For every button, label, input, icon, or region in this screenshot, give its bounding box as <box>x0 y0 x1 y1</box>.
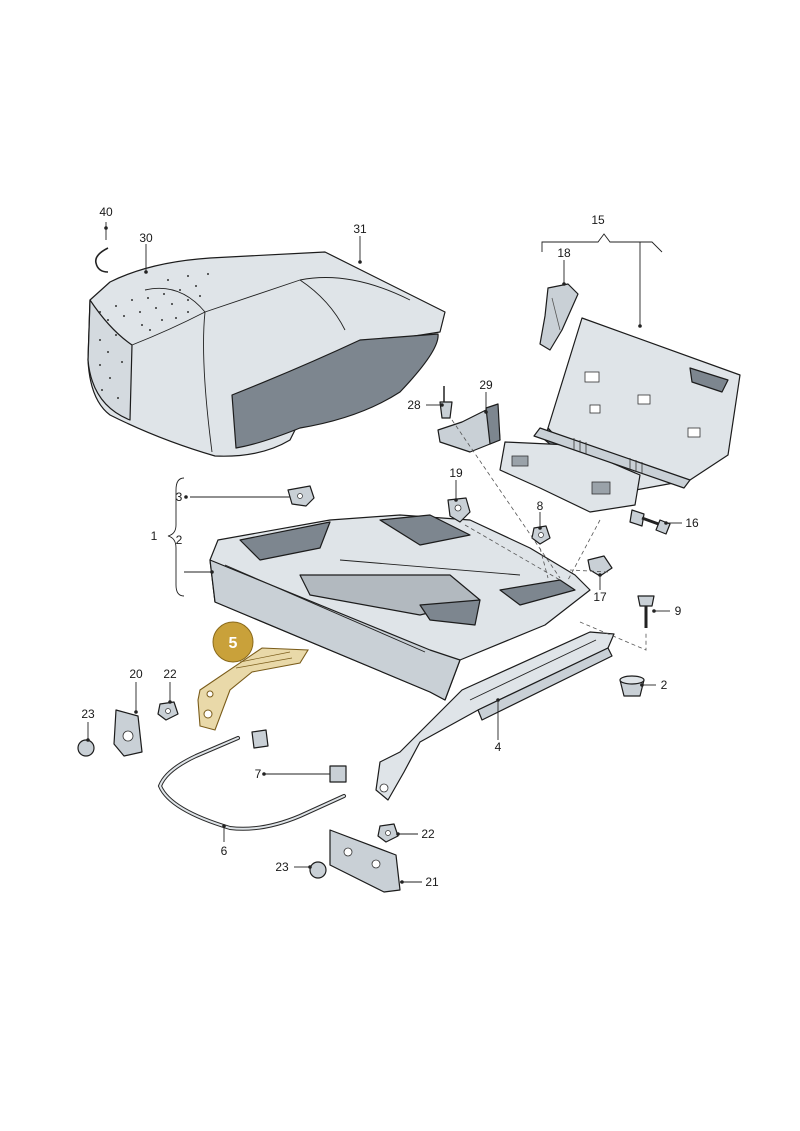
label-2[interactable]: 2 <box>661 678 668 692</box>
part-28-bolt[interactable] <box>439 386 453 419</box>
part-22-nut-lower[interactable] <box>377 823 399 843</box>
label-3[interactable]: 3 <box>176 490 183 504</box>
part-3-clip[interactable] <box>287 485 315 507</box>
assembly-guide-lines <box>451 419 647 651</box>
label-7[interactable]: 7 <box>255 767 262 781</box>
part-19-clip[interactable] <box>447 497 471 523</box>
label-30[interactable]: 30 <box>139 231 153 245</box>
part-4-rail[interactable] <box>375 631 615 801</box>
label-1[interactable]: 1 <box>151 529 158 543</box>
label-15[interactable]: 15 <box>591 213 605 227</box>
part-9-bolt[interactable] <box>637 595 655 628</box>
label-20[interactable]: 20 <box>129 667 143 681</box>
label-16[interactable]: 16 <box>685 516 699 530</box>
label-18[interactable]: 18 <box>557 246 571 260</box>
label-8[interactable]: 8 <box>537 499 544 513</box>
label-17[interactable]: 17 <box>593 590 607 604</box>
leader-dots <box>86 226 668 884</box>
part-20-cover[interactable] <box>113 709 143 757</box>
part-23-plug-upper[interactable] <box>77 739 95 757</box>
part-29-bracket[interactable] <box>437 403 501 453</box>
part-2-grommet[interactable] <box>619 675 645 697</box>
seat-cushion[interactable] <box>87 251 446 457</box>
part-5-badge-label: 5 <box>229 635 238 652</box>
part-6-wire-bar[interactable] <box>157 736 346 831</box>
hinge-bracket[interactable] <box>499 427 691 513</box>
part-21-cover[interactable] <box>329 829 401 893</box>
part-23-plug-lower[interactable] <box>309 861 327 879</box>
part-22-nut-upper[interactable] <box>157 701 179 721</box>
part-18-lever[interactable] <box>539 283 579 351</box>
seat-frame[interactable] <box>209 514 591 701</box>
label-22-lower[interactable]: 22 <box>421 827 435 841</box>
group-bracket-15 <box>541 233 663 253</box>
label-22-upper[interactable]: 22 <box>163 667 177 681</box>
label-23-lower[interactable]: 23 <box>275 860 289 874</box>
group-bracket-1 <box>167 477 185 597</box>
part-8-nut[interactable] <box>531 525 551 545</box>
part-17-clip[interactable] <box>587 555 613 577</box>
label-40[interactable]: 40 <box>99 205 113 219</box>
part-7-tab-upper[interactable] <box>251 729 269 749</box>
label-28[interactable]: 28 <box>407 398 421 412</box>
label-23-upper[interactable]: 23 <box>81 707 95 721</box>
label-21[interactable]: 21 <box>425 875 439 889</box>
label-29[interactable]: 29 <box>479 378 493 392</box>
part-number-labels: 40 30 31 15 18 29 28 19 8 3 1 2 17 16 9 … <box>81 205 699 889</box>
part-40-clip[interactable] <box>94 247 109 273</box>
leader-lines <box>87 222 682 883</box>
label-31[interactable]: 31 <box>353 222 367 236</box>
label-19[interactable]: 19 <box>449 466 463 480</box>
label-6[interactable]: 6 <box>221 844 228 858</box>
part-7-tab-lower[interactable] <box>329 765 347 783</box>
label-4[interactable]: 4 <box>495 740 502 754</box>
part-5-badge[interactable]: 5 <box>212 621 254 663</box>
label-9[interactable]: 9 <box>675 604 682 618</box>
part-5-bracket[interactable] <box>197 647 309 731</box>
label-2-group[interactable]: 2 <box>176 533 183 547</box>
part-16-bolt[interactable] <box>629 509 671 535</box>
